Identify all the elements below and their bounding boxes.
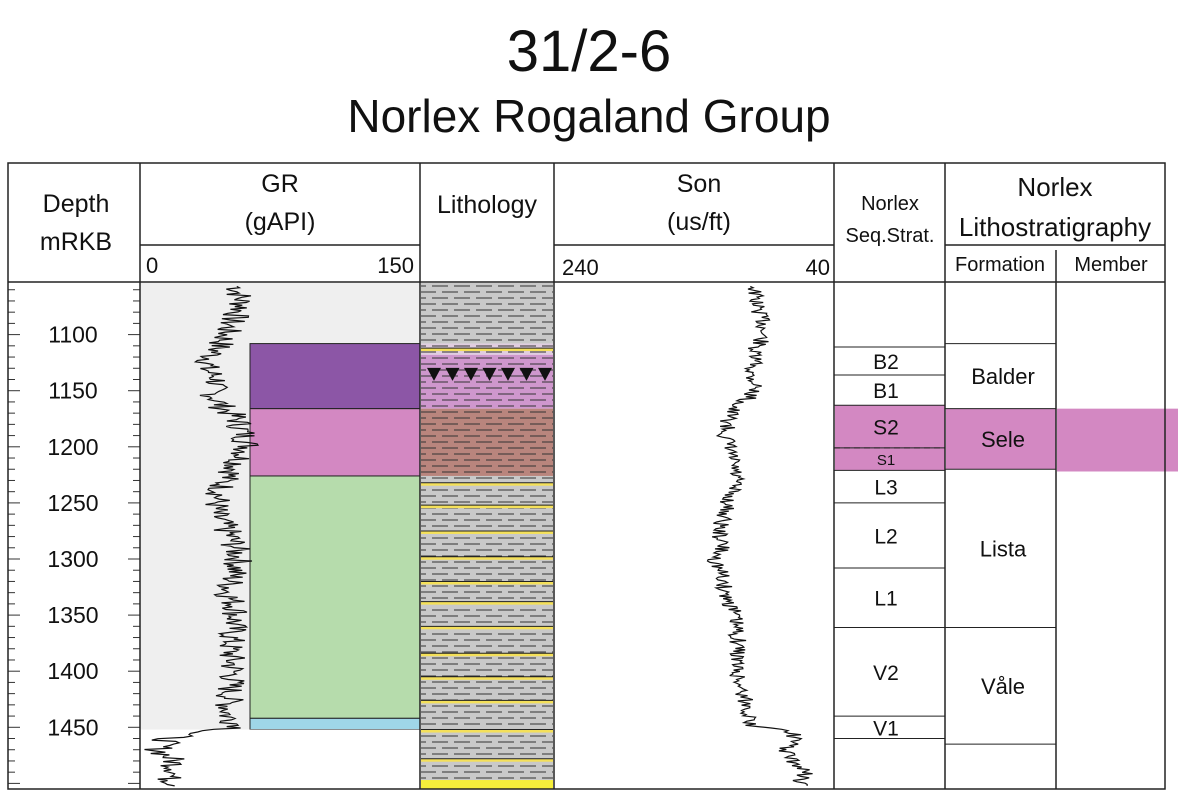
lithology-stringer: [421, 601, 553, 605]
seq-strat-label: L3: [874, 477, 897, 500]
tuff-symbol: [538, 367, 552, 381]
gr-zone-fill: [249, 717, 421, 731]
gr-scale-max: 150: [377, 253, 414, 278]
lithology-stringer: [421, 348, 553, 352]
seq-strat-label: S2: [873, 417, 899, 440]
son-scale-max: 40: [806, 255, 830, 280]
lithology-stringer: [421, 758, 553, 762]
log-body: 1100 1150 1200 1250 1300 1350 1400 1450 B2B1S2S1…: [8, 283, 1178, 789]
lithology-stringer: [421, 530, 553, 534]
gr-header-line1: GR: [261, 170, 299, 198]
lithology-sand-base: [421, 780, 553, 789]
seq-strat-label: L2: [874, 525, 897, 548]
lithology-stringer: [421, 556, 553, 560]
lithology-header: Lithology: [437, 191, 538, 219]
depth-label: 1300: [47, 546, 98, 572]
seq-strat-label: B2: [873, 351, 899, 374]
seq-strat-header-line2: Seq.Strat.: [846, 225, 935, 247]
formation-label: Balder: [971, 364, 1035, 389]
son-curve: [706, 285, 813, 786]
member-highlight: [1057, 408, 1178, 472]
seq-strat-label: V1: [873, 717, 899, 740]
son-scale-min: 240: [562, 255, 599, 280]
well-title: 31/2-6: [506, 19, 672, 84]
grid-lines: [7, 162, 1166, 790]
gr-zone-fill: [249, 343, 421, 410]
depth-label: 1150: [48, 378, 97, 404]
depth-label: 1400: [47, 658, 98, 684]
gr-track-lower-white: [140, 729, 420, 789]
lithostrat-header-line1: Norlex: [1017, 172, 1092, 202]
tuff-symbol: [445, 367, 460, 381]
tuff-symbol: [464, 367, 478, 381]
gr-scale-min: 0: [146, 253, 158, 278]
depth-label: 1100: [48, 322, 97, 348]
seq-strat-label: V2: [873, 662, 899, 685]
gr-zone-fill: [249, 475, 421, 719]
lithology-stringer: [421, 581, 553, 585]
formation-header: Formation: [955, 254, 1045, 276]
formation-sele-highlight: [946, 408, 1056, 470]
lithology-stringer: [421, 676, 553, 680]
son-header-line2: (us/ft): [667, 208, 731, 236]
depth-header-line1: Depth: [43, 190, 110, 218]
depth-label: 1450: [47, 714, 98, 740]
seq-strat-sele-highlight: [835, 405, 945, 471]
lithology-shale-pattern: [421, 283, 553, 789]
tuff-symbol: [482, 367, 497, 381]
gr-zone-fill: [249, 408, 421, 477]
formation-label: Lista: [980, 536, 1027, 561]
depth-label: 1200: [47, 434, 98, 460]
depth-header-line2: mRKB: [40, 228, 112, 256]
seq-strat-label: L1: [874, 588, 897, 611]
depth-label: 1350: [47, 602, 98, 628]
depth-label: 1250: [47, 490, 98, 516]
seq-strat-label: B1: [873, 380, 899, 403]
formation-label: Sele: [981, 427, 1025, 452]
lithostrat-header-line2: Lithostratigraphy: [959, 212, 1151, 242]
lithology-stringer: [421, 653, 553, 657]
son-header-line1: Son: [677, 170, 721, 198]
tuff-symbol: [501, 367, 515, 381]
lithology-stringer: [421, 482, 553, 486]
lithology-stringer: [421, 626, 553, 630]
formation-label: Våle: [981, 674, 1025, 699]
member-header: Member: [1074, 254, 1148, 276]
tuff-symbol: [519, 367, 534, 381]
lithology-stringer: [421, 700, 553, 704]
lithology-stringer: [421, 505, 553, 509]
chart-subtitle: Norlex Rogaland Group: [347, 90, 831, 142]
depth-axis: 1100 1150 1200 1250 1300 1350 1400 1450: [8, 289, 140, 784]
tuff-symbol: [427, 367, 441, 381]
gr-curve: [144, 285, 260, 787]
seq-strat-header-line1: Norlex: [861, 193, 919, 215]
gr-header-line2: (gAPI): [245, 208, 316, 236]
seq-strat-label: S1: [877, 452, 895, 469]
lithology-stringer: [421, 729, 553, 733]
